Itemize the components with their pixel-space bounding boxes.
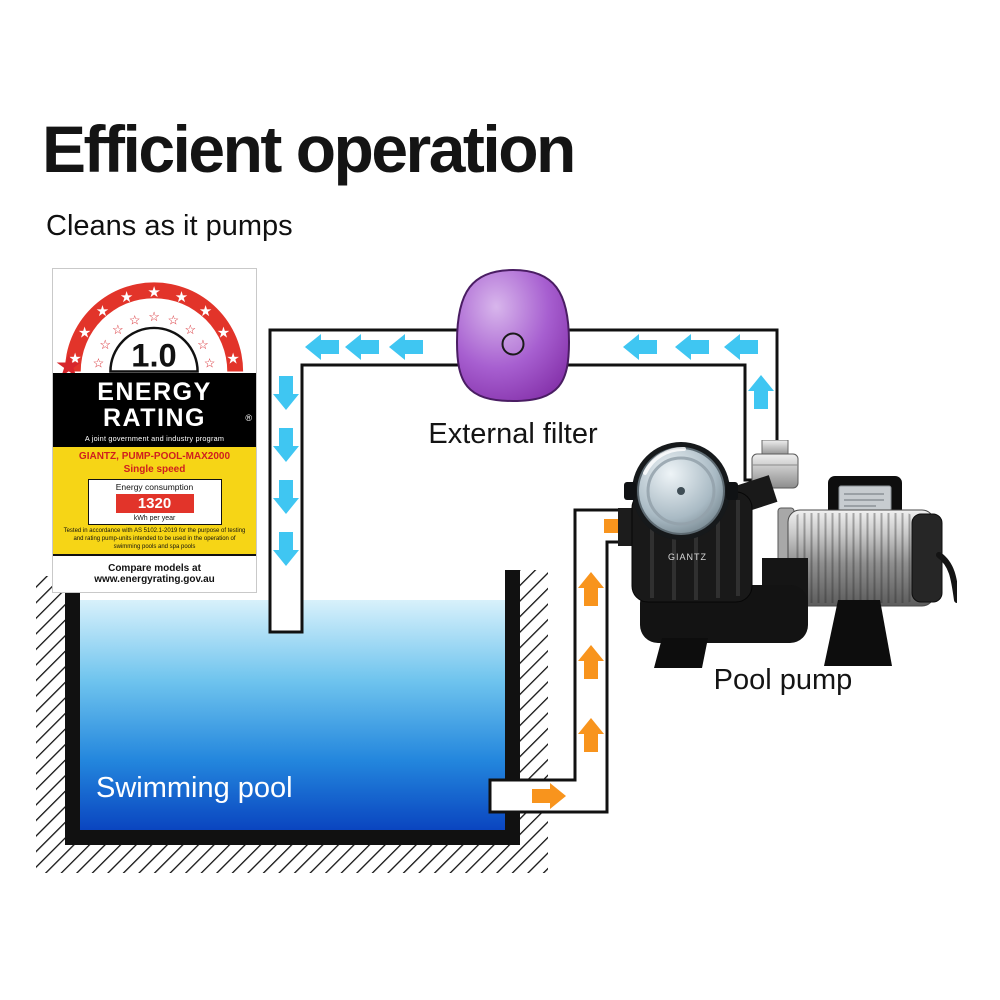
hatching-bottom <box>36 845 548 873</box>
hatching-left <box>36 576 65 848</box>
pool-pump-image: GIANTZ <box>618 440 957 668</box>
pump-brand: GIANTZ <box>668 552 707 562</box>
pump-foot-front <box>654 638 708 668</box>
star-icon: ★ <box>68 352 81 368</box>
tested-note: Tested in accordance with AS 5102.1-2019… <box>63 528 246 551</box>
return-pipe <box>268 328 779 634</box>
star-icon: ★ <box>78 325 91 341</box>
compare-models-line: Compare models at www.energyrating.gov.a… <box>53 554 256 593</box>
star-icon: ★ <box>96 304 109 320</box>
pump-foot-rear <box>824 600 892 666</box>
motor-end-cap <box>911 513 943 603</box>
star-icon: ★ <box>226 352 239 368</box>
arch-band <box>64 282 244 372</box>
star-icon: ★ <box>120 290 133 306</box>
filter-port-icon <box>501 332 525 356</box>
lock-ring-tab <box>726 482 738 500</box>
star-outline-icon: ☆ <box>129 312 141 327</box>
big-star-icon: ★ <box>55 347 83 373</box>
star-outline-icon: ☆ <box>197 337 209 352</box>
swimming-pool-label: Swimming pool <box>96 772 293 804</box>
star-outline-icon: ☆ <box>148 309 160 324</box>
energy-rating-label: ★ ★ ★ ★ ★ ★ ★ ★ ★ ☆ ☆ ☆ ☆ ☆ ☆ ☆ <box>52 268 257 594</box>
lid-highlight <box>643 446 686 475</box>
star-outline-icon: ☆ <box>184 322 196 337</box>
star-icon: ★ <box>199 304 212 320</box>
star-outline-icon: ☆ <box>112 322 124 337</box>
model-name: GIANTZ, PUMP-POOL-MAX2000 <box>78 451 231 462</box>
star-icon: ★ <box>217 325 230 341</box>
motor-fins <box>794 513 914 603</box>
consumption-box: Energy consumption 1320 kWh per year <box>87 479 222 525</box>
rating-value: 1.0 <box>131 337 176 373</box>
star-outline-icon: ☆ <box>99 337 111 352</box>
pool-water <box>80 600 505 830</box>
registered-mark: ® <box>245 413 252 423</box>
star-outline-icon: ☆ <box>204 356 216 371</box>
lid-center-dot <box>677 487 685 495</box>
rating-word: RATING <box>103 404 206 432</box>
rating-semicircle <box>109 326 199 373</box>
energy-rating-title-band: ENERGY RATING ® A joint government and i… <box>53 373 256 447</box>
page-subtitle: Cleans as it pumps <box>46 210 293 242</box>
strainer-ribs <box>650 496 740 600</box>
consumption-label: Energy consumption <box>115 482 194 492</box>
energy-model-band: GIANTZ, PUMP-POOL-MAX2000 Single speed E… <box>53 447 256 555</box>
star-outline-icon: ☆ <box>93 356 105 371</box>
energy-word: ENERGY <box>97 378 212 406</box>
external-filter-label: External filter <box>428 418 598 450</box>
lock-ring-tab <box>624 482 636 500</box>
strainer-lid-inner-ring <box>646 456 716 526</box>
consumption-value: 1320 <box>115 494 194 513</box>
model-speed: Single speed <box>123 463 186 475</box>
page-title: Efficient operation <box>42 112 576 186</box>
arch-outline-stars: ☆ ☆ ☆ ☆ ☆ ☆ ☆ ☆ ☆ <box>93 309 216 371</box>
star-outline-icon: ☆ <box>168 312 180 327</box>
power-cable <box>936 552 957 603</box>
consumption-unit: kWh per year <box>133 515 176 522</box>
program-line: A joint government and industry program <box>84 434 225 443</box>
star-icon: ★ <box>175 290 188 306</box>
external-filter <box>455 268 571 403</box>
arch-white-stars: ★ ★ ★ ★ ★ ★ ★ ★ ★ <box>68 285 239 367</box>
star-icon: ★ <box>147 285 160 301</box>
energy-star-arch: ★ ★ ★ ★ ★ ★ ★ ★ ★ ☆ ☆ ☆ ☆ ☆ ☆ ☆ <box>53 269 256 373</box>
pool-pump-label: Pool pump <box>713 664 853 696</box>
